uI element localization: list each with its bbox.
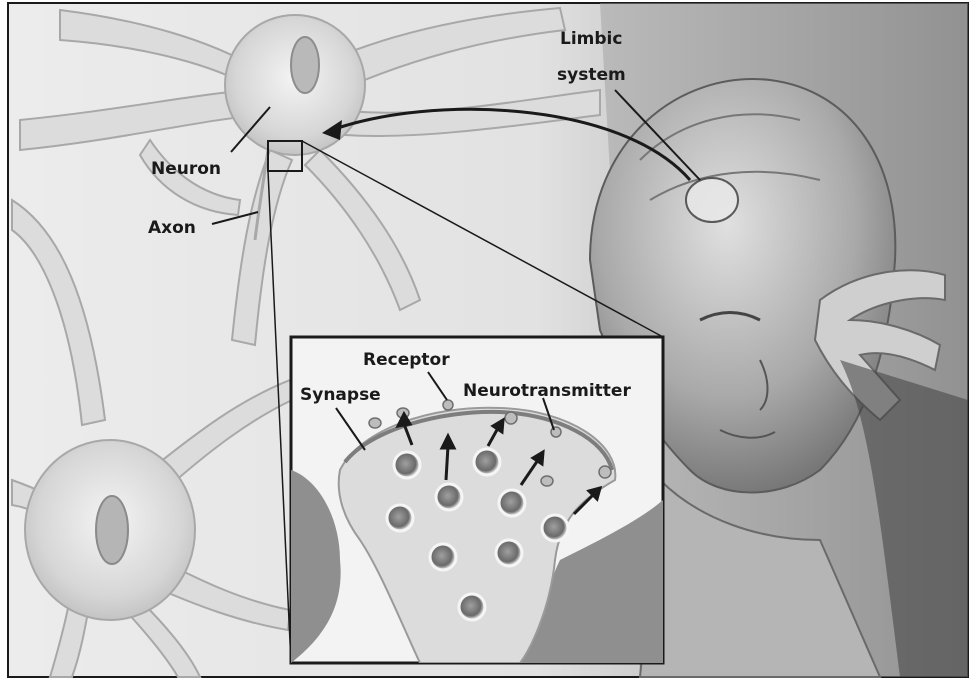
receptor-label: Receptor [363,350,450,370]
axon-label: Axon [148,218,196,238]
vesicle [430,544,456,570]
limbic-system-marker [686,178,738,222]
molecule [505,412,517,424]
neurotransmitter-label: Neurotransmitter [463,381,631,401]
vesicle [499,490,525,516]
synapse-label: Synapse [300,385,381,405]
molecule [541,476,553,486]
vesicle [542,515,568,541]
synapse-inset: Receptor Synapse Neurotransmitter [291,337,663,663]
limbic-label-line2: system [557,65,626,85]
vesicle [436,484,462,510]
top-neuron-nucleus [291,37,319,93]
molecule [443,400,453,410]
vesicle [459,594,485,620]
vesicle [474,449,500,475]
vesicle [387,505,413,531]
vesicle [394,452,420,478]
vesicle [496,540,522,566]
molecule [599,466,611,478]
molecule [369,418,381,428]
neuron-label: Neuron [151,159,221,179]
bottom-neuron-nucleus [96,496,128,564]
limbic-label-line1: Limbic [560,29,622,49]
